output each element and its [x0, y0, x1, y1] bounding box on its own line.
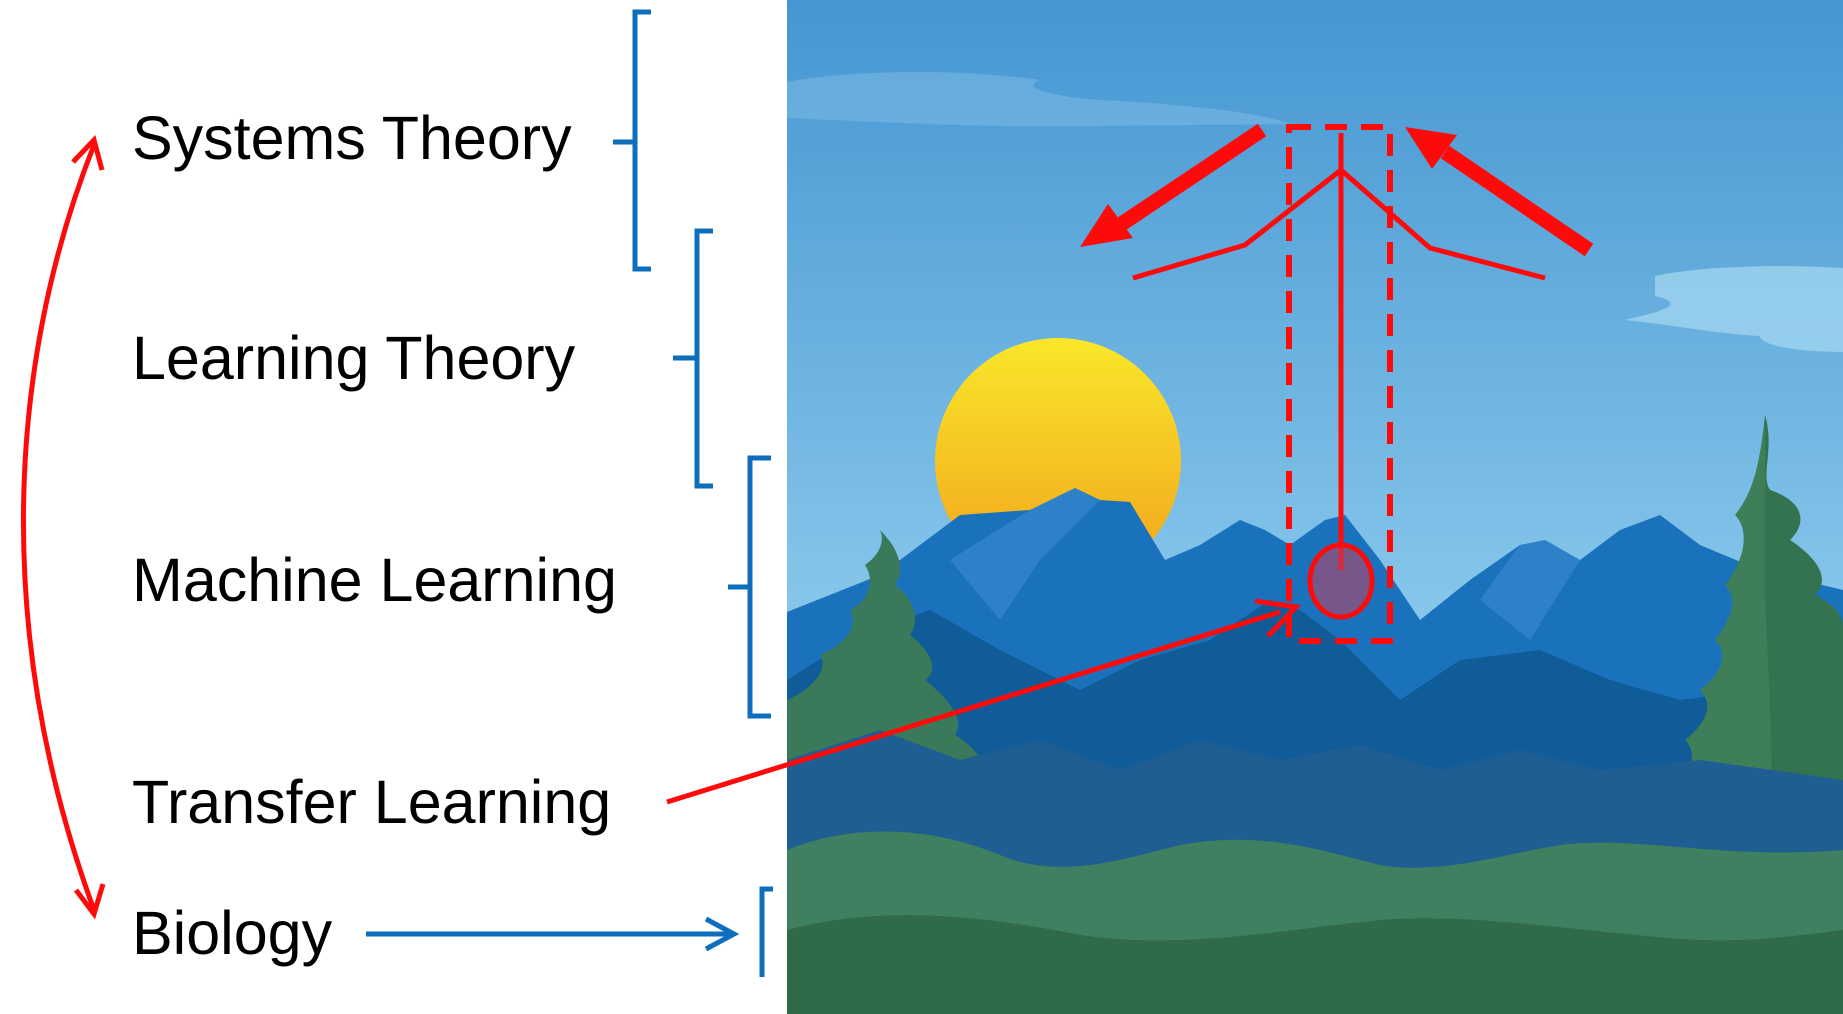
label-machine-learning: Machine Learning: [132, 546, 617, 614]
landscape-scene: [787, 0, 1843, 1014]
bracket-machine-learning: [728, 455, 771, 719]
focus-ellipse: [1307, 542, 1375, 620]
label-learning-theory: Learning Theory: [132, 324, 576, 392]
stick-figure: [1132, 133, 1546, 570]
arrow-left-up: [1405, 127, 1594, 257]
foreground-hill-front: [787, 915, 1843, 1014]
label-transfer-learning: Transfer Learning: [132, 768, 612, 836]
figure-left-arm: [1132, 168, 1343, 281]
curved-double-arrow: [20, 135, 106, 920]
label-biology: Biology: [132, 899, 333, 967]
cloud: [787, 71, 1290, 127]
arrow-left-down: [1080, 123, 1267, 247]
mountain-shadow: [1480, 540, 1580, 640]
biology-arrow: [366, 916, 740, 952]
focus-dashed-box: [1286, 124, 1393, 644]
transfer-arrow: [666, 598, 1302, 805]
bracket-systems-theory: [613, 9, 651, 272]
label-systems-theory: Systems Theory: [132, 104, 572, 172]
bracket-learning-theory: [673, 228, 713, 489]
bracket-biology: [759, 886, 773, 977]
cloud: [1625, 266, 1843, 352]
figure-right-arm: [1339, 168, 1546, 281]
mountain-shadow: [950, 488, 1100, 620]
